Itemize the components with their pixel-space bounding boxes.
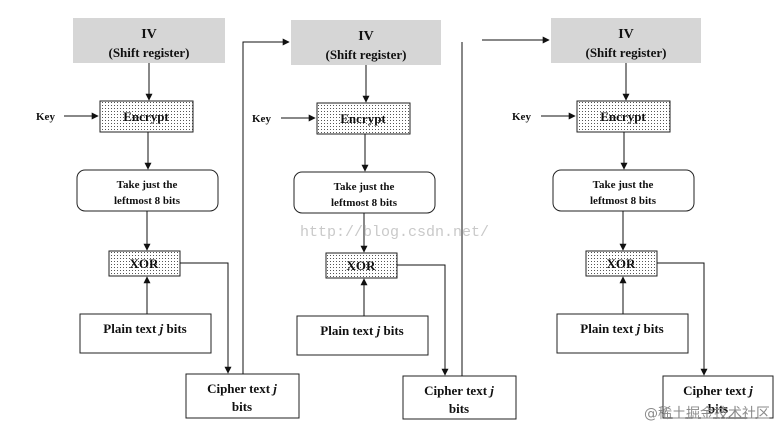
cipher-text-line1: Cipher text j (424, 383, 494, 398)
stage-1: IV (Shift register) Key Encrypt Take jus… (36, 18, 300, 419)
iv-subtitle: (Shift register) (326, 47, 407, 62)
encrypt-label: Encrypt (123, 109, 169, 124)
iv-title: IV (358, 29, 374, 44)
iv-title: IV (141, 27, 157, 42)
watermark-text: http://blog.csdn.net/ (300, 224, 489, 241)
cipher-text-line2: bits (708, 401, 728, 416)
take-bits-line1: Take just the (117, 179, 178, 191)
encrypt-box: Encrypt (316, 102, 411, 135)
stage-2: IV (Shift register) Key Encrypt Take jus… (252, 20, 517, 420)
cipher-text-line1: Cipher text j (683, 383, 753, 398)
take-bits-line2: leftmost 8 bits (590, 195, 657, 207)
feedback-arrow-1 (242, 38, 290, 374)
encrypt-label: Encrypt (600, 109, 646, 124)
take-bits-box: Take just the leftmost 8 bits (76, 169, 219, 212)
iv-title: IV (618, 27, 634, 42)
cipher-text-line2: bits (232, 399, 252, 414)
plain-text-label: Plain text j bits (580, 321, 663, 336)
cipher-text-box: Cipher text j bits (402, 375, 517, 420)
xor-box: XOR (108, 250, 181, 277)
cipher-text-box: Cipher text j bits (662, 375, 774, 419)
take-bits-box: Take just the leftmost 8 bits (552, 169, 695, 212)
stage-3: IV (Shift register) Key Encrypt Take jus… (512, 18, 774, 419)
plain-text-box: Plain text j bits (296, 315, 429, 356)
take-bits-line1: Take just the (593, 179, 654, 191)
iv-subtitle: (Shift register) (109, 45, 190, 60)
encrypt-box: Encrypt (576, 100, 671, 133)
plain-text-box: Plain text j bits (556, 313, 689, 354)
key-label: Key (252, 113, 271, 125)
plain-text-box: Plain text j bits (79, 313, 212, 354)
take-bits-line2: leftmost 8 bits (331, 197, 398, 209)
xor-to-cipher-arrow (657, 262, 708, 376)
cipher-text-line2: bits (449, 401, 469, 416)
xor-box: XOR (325, 252, 398, 279)
xor-box: XOR (585, 250, 658, 277)
cipher-text-line1: Cipher text j (207, 381, 277, 396)
plain-text-label: Plain text j bits (103, 321, 186, 336)
iv-shift-register-box: IV (Shift register) (73, 18, 225, 63)
take-bits-line1: Take just the (334, 181, 395, 193)
key-label: Key (36, 111, 55, 123)
iv-shift-register-box: IV (Shift register) (551, 18, 701, 63)
key-label: Key (512, 111, 531, 123)
credit-text: @稀土掘金技术社区 (644, 406, 770, 422)
encrypt-box: Encrypt (99, 100, 194, 133)
xor-to-cipher-arrow (397, 264, 449, 376)
cipher-text-box: Cipher text j bits (185, 373, 300, 419)
xor-label: XOR (347, 258, 377, 273)
take-bits-box: Take just the leftmost 8 bits (293, 171, 436, 214)
encrypt-label: Encrypt (340, 111, 386, 126)
plain-text-label: Plain text j bits (320, 323, 403, 338)
xor-label: XOR (607, 256, 637, 271)
xor-to-cipher-arrow (180, 262, 232, 374)
xor-label: XOR (130, 256, 160, 271)
iv-subtitle: (Shift register) (586, 45, 667, 60)
take-bits-line2: leftmost 8 bits (114, 195, 181, 207)
iv-shift-register-box: IV (Shift register) (291, 20, 441, 65)
